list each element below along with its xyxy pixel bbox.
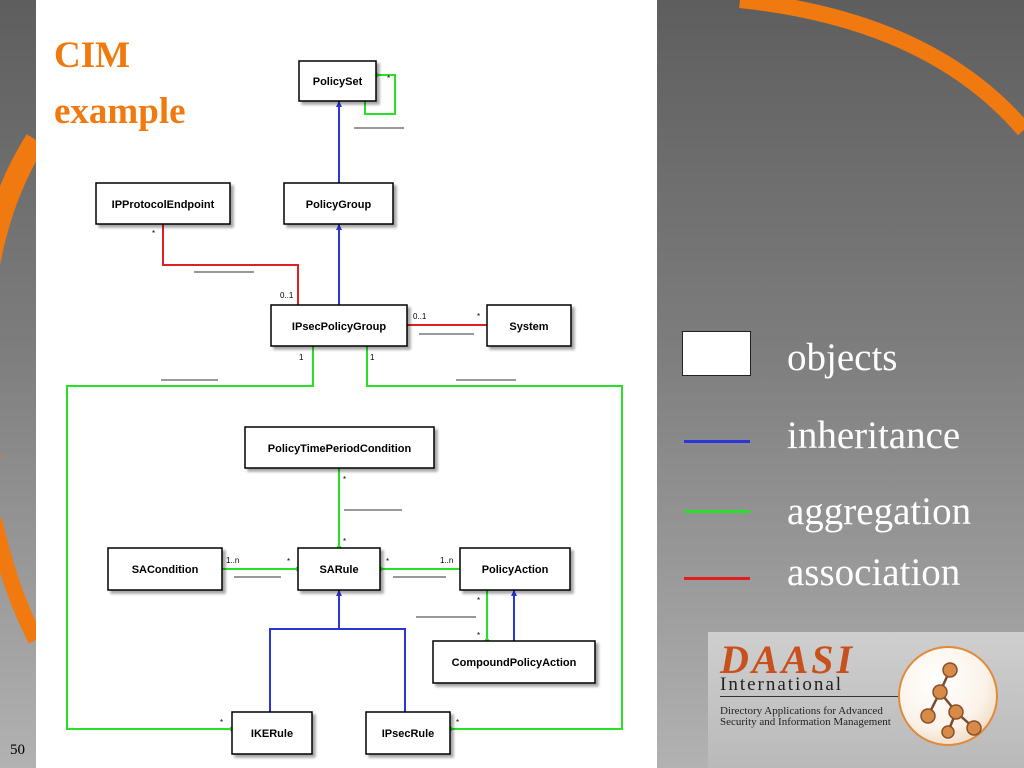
logo-tree-emblem	[898, 646, 998, 746]
node-label-system: System	[509, 321, 548, 333]
node-label-compoundpolicyaction: CompoundPolicyAction	[452, 657, 577, 669]
mult-ipsecrule-right: *	[456, 718, 459, 727]
node-ipsecpolicygroup: IPsecPolicyGroup	[270, 304, 408, 347]
legend-aggregation-swatch	[684, 510, 750, 513]
node-label-ipsecrule: IPsecRule	[382, 728, 435, 740]
node-label-ikerule: IKERule	[251, 728, 293, 740]
node-policyaction: PolicyAction	[459, 547, 571, 591]
node-label-policyaction: PolicyAction	[482, 564, 549, 576]
daasi-logo: DAASI International Directory Applicatio…	[708, 632, 1024, 768]
mult-ipsecgroup-right: 0..1	[413, 312, 427, 321]
ipsecgroup-ikerule-aggregation	[66, 346, 314, 730]
mult-ipsecgroup-right1: 1	[370, 353, 375, 362]
legend-aggregation-label: aggregation	[787, 490, 972, 533]
mult-sacondition-right: 1..n	[226, 556, 239, 565]
node-label-ipsecpolicygroup: IPsecPolicyGroup	[292, 321, 386, 333]
legend-objects-label: objects	[787, 336, 898, 379]
node-label-ipprotocolendpoint: IPProtocolEndpoint	[112, 199, 215, 211]
mult-system-left: *	[477, 312, 480, 321]
mult-ikerule-left: *	[220, 718, 223, 727]
node-label-policygroup: PolicyGroup	[306, 199, 372, 211]
node-label-policytimeperiodcondition: PolicyTimePeriodCondition	[268, 443, 412, 455]
aggregation-lines	[66, 74, 623, 730]
mult-policyaction-left: 1..n	[440, 556, 453, 565]
mult-sarule-left: *	[287, 557, 290, 566]
cim-class-diagram: PolicySet PolicyGroup IPProtocolEndpoint…	[66, 60, 623, 755]
multiplicity-labels: * * 0..1 0..1 * 1 1 * * 1..n * * 1..n * …	[152, 74, 480, 727]
page-number: 50	[10, 742, 25, 758]
inheritance-lines	[269, 101, 515, 712]
mult-time: *	[343, 475, 346, 484]
mult-ipprotocol: *	[152, 229, 155, 238]
node-compoundpolicyaction: CompoundPolicyAction	[432, 640, 596, 684]
node-system: System	[486, 304, 572, 347]
mult-ipsecgroup-left1: 1	[299, 353, 304, 362]
node-policytimeperiodcondition: PolicyTimePeriodCondition	[244, 426, 435, 469]
node-sacondition: SACondition	[107, 547, 223, 591]
logo-tagline: Directory Applications for Advanced Secu…	[720, 705, 891, 728]
title-line-1: CIM	[54, 35, 131, 76]
node-policygroup: PolicyGroup	[283, 182, 394, 225]
association-name-labels	[161, 127, 516, 618]
node-sarule: SARule	[297, 547, 381, 591]
line-markers	[229, 72, 517, 732]
legend-objects-swatch	[682, 331, 751, 376]
title-line-2: example	[54, 91, 186, 132]
legend-inheritance-swatch	[684, 440, 750, 443]
mult-ipsecgroup-top: 0..1	[280, 291, 294, 300]
node-ipprotocolendpoint: IPProtocolEndpoint	[95, 182, 231, 225]
logo-name: DAASI	[720, 637, 856, 682]
legend-association-swatch	[684, 577, 750, 580]
node-ikerule: IKERule	[231, 711, 313, 755]
node-label-sarule: SARule	[319, 564, 358, 576]
legend-inheritance-label: inheritance	[787, 414, 961, 457]
ipprotocol-association	[162, 224, 299, 305]
slide-title: CIM example	[54, 28, 186, 140]
tree-icon	[920, 662, 982, 739]
logo-subtitle: International	[720, 674, 844, 695]
mult-policyaction-bottom: *	[477, 596, 480, 605]
legend-association-label: association	[787, 551, 961, 594]
policyset-self-aggregation	[364, 74, 396, 115]
diagram-panel	[36, 0, 657, 768]
rules-to-sarule-connector	[269, 628, 406, 712]
node-ipsecrule: IPsecRule	[365, 711, 451, 755]
logo-divider	[720, 696, 925, 697]
ipsecgroup-ipsecrule-aggregation	[366, 346, 623, 730]
node-label-policyset: PolicySet	[313, 76, 363, 88]
association-lines	[162, 224, 487, 326]
mult-sarule-right: *	[386, 557, 389, 566]
mult-compound-top: *	[477, 631, 480, 640]
mult-policyset-self: *	[387, 74, 390, 83]
node-policyset: PolicySet	[298, 60, 377, 102]
node-label-sacondition: SACondition	[132, 564, 199, 576]
mult-sarule-time: *	[343, 537, 346, 546]
